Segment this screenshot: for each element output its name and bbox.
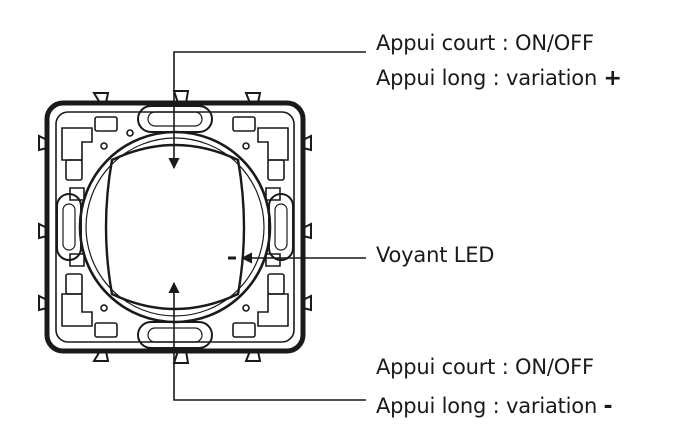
top-short-press-label: Appui court : ON/OFF: [376, 31, 594, 55]
bottom-short-press-label: Appui court : ON/OFF: [376, 355, 594, 379]
top-long-press-text: Appui long : variation: [376, 66, 598, 90]
corner-clip-bottom-left: [61, 253, 118, 338]
corner-clip-top-right: [126, 116, 289, 201]
corner-clip-bottom-right: [232, 253, 289, 338]
led-label: Voyant LED: [376, 243, 495, 267]
annotation-lines: [168, 51, 366, 401]
bottom-long-press-text: Appui long : variation: [376, 394, 598, 418]
minus-sign: -: [603, 394, 613, 419]
plus-sign: +: [603, 66, 622, 91]
push-button: [78, 130, 272, 324]
top-long-press-label: Appui long : variation +: [376, 68, 622, 90]
bottom-long-press-label: Appui long : variation -: [376, 394, 613, 419]
